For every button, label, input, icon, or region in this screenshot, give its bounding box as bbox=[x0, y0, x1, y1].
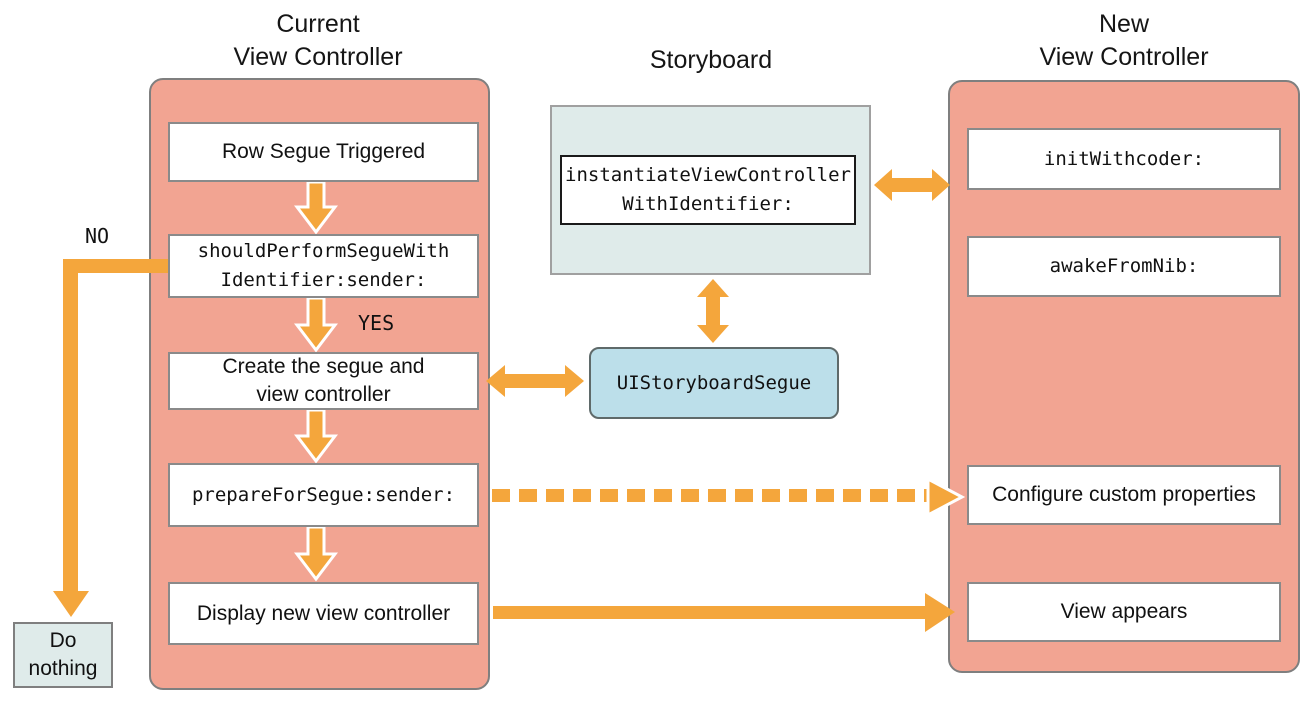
yes-label: YES bbox=[358, 311, 395, 335]
node-do-nothing: Do nothing bbox=[13, 622, 113, 688]
node-row-segue-triggered: Row Segue Triggered bbox=[168, 122, 479, 182]
node-view-appears: View appears bbox=[967, 582, 1281, 642]
arrow-down-icon bbox=[294, 409, 338, 464]
solid-arrow-bar bbox=[493, 606, 927, 619]
new-vc-title: New View Controller bbox=[1039, 10, 1209, 71]
node-init-with-coder: initWithcoder: bbox=[967, 128, 1281, 190]
double-arrow-horizontal-icon bbox=[486, 365, 584, 397]
node-create-segue: Create the segue and view controller bbox=[168, 352, 479, 410]
arrow-down-icon bbox=[294, 297, 338, 353]
solid-arrowhead-right-icon bbox=[925, 593, 955, 632]
arrow-down-icon bbox=[294, 526, 338, 582]
double-arrow-horizontal-icon bbox=[874, 169, 950, 201]
no-arrow-horizontal-bar bbox=[63, 259, 168, 273]
double-arrow-vertical-icon bbox=[697, 279, 729, 343]
node-uistoryboardsegue: UIStoryboardSegue bbox=[589, 347, 839, 419]
node-configure-properties: Configure custom properties bbox=[967, 465, 1281, 525]
dashed-arrow-bar bbox=[492, 489, 930, 502]
dashed-arrowhead-right-icon bbox=[926, 477, 966, 517]
no-arrow-vertical-bar bbox=[63, 259, 78, 591]
current-vc-title: Current View Controller bbox=[233, 10, 403, 71]
arrow-down-icon bbox=[294, 181, 338, 235]
node-awake-from-nib: awakeFromNib: bbox=[967, 236, 1281, 297]
node-display-new-vc: Display new view controller bbox=[168, 582, 479, 645]
storyboard-title: Storyboard bbox=[649, 46, 773, 74]
node-instantiate-view-controller: instantiateViewController WithIdentifier… bbox=[560, 155, 856, 225]
no-label: NO bbox=[85, 224, 110, 248]
node-should-perform-segue: shouldPerformSegueWith Identifier:sender… bbox=[168, 234, 479, 298]
node-prepare-for-segue: prepareForSegue:sender: bbox=[168, 463, 479, 527]
no-arrowhead-down-icon bbox=[53, 591, 89, 617]
